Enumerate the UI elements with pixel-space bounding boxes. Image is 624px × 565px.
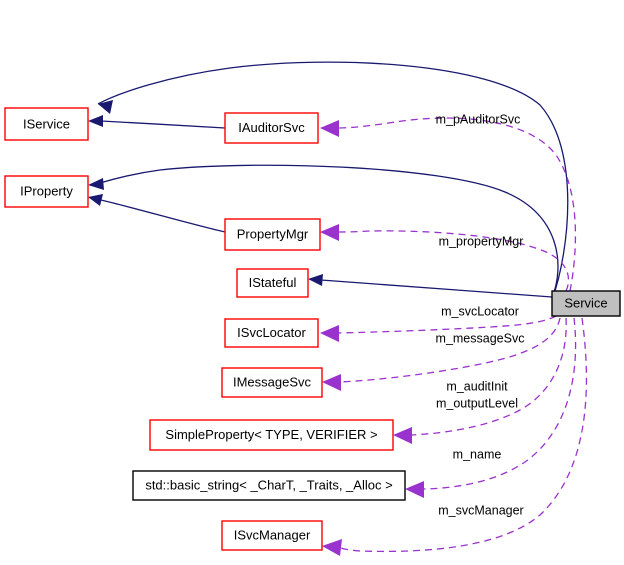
arrowhead-inheritance (88, 194, 103, 206)
edge-label-m-svclocator: m_svcLocator (441, 304, 519, 318)
node-label-iservice: IService (23, 116, 70, 131)
node-service[interactable]: Service (551, 290, 621, 317)
edge-label-m-pauditorsvc: m_pAuditorSvc (436, 112, 521, 126)
node-simpleproperty[interactable]: SimpleProperty< TYPE, VERIFIER > (149, 419, 394, 451)
node-imessagesvc[interactable]: IMessageSvc (221, 367, 323, 398)
node-label-basicstring: std::basic_string< _CharT, _Traits, _All… (145, 477, 392, 492)
edge-labels: m_pAuditorSvc m_propertyMgr m_svcLocator… (436, 112, 525, 517)
edge-service-to-isvclocator (320, 315, 557, 342)
arrowhead-usage (320, 224, 339, 241)
node-basicstring[interactable]: std::basic_string< _CharT, _Traits, _All… (132, 470, 406, 501)
edge-service-to-isvcmanager (322, 317, 588, 556)
arrowhead-usage (405, 481, 424, 498)
edge-service-to-iauditorsvc (320, 117, 577, 292)
edge-label-m-propertymgr: m_propertyMgr (439, 234, 524, 248)
edge-label-m-svcmanager: m_svcManager (438, 503, 523, 517)
node-label-istateful: IStateful (249, 275, 297, 290)
arrowhead-inheritance (308, 274, 323, 286)
edge-service-to-istateful (308, 274, 553, 298)
edge-service-to-basicstring (405, 317, 577, 498)
node-iproperty[interactable]: IProperty (4, 175, 89, 208)
node-isvclocator[interactable]: ISvcLocator (224, 318, 319, 348)
edge-label-m-auditinit: m_auditInit (446, 379, 508, 393)
edge-service-to-iproperty (88, 164, 559, 299)
node-label-iproperty: IProperty (20, 183, 73, 198)
node-label-imessagesvc: IMessageSvc (233, 374, 312, 389)
edge-service-to-imessagesvc (322, 317, 561, 391)
edge-label-m-messagesvc: m_messageSvc (436, 331, 525, 345)
arrowhead-usage (322, 374, 341, 391)
inheritance-edges (88, 61, 569, 301)
arrowhead-inheritance (88, 178, 104, 190)
edge-service-to-simpleproperty (393, 317, 567, 444)
node-iservice[interactable]: IService (4, 107, 89, 141)
node-label-simpleproperty: SimpleProperty< TYPE, VERIFIER > (165, 427, 377, 442)
node-label-service: Service (564, 295, 607, 310)
edge-iauditorsvc-to-iservice (88, 115, 226, 129)
node-label-isvclocator: ISvcLocator (237, 325, 306, 340)
edge-propertymgr-to-iproperty (88, 194, 226, 233)
arrowhead-usage (393, 427, 412, 444)
usage-edges (320, 117, 588, 556)
arrowhead-usage (320, 120, 339, 137)
arrowhead-inheritance (88, 115, 103, 127)
arrowhead-inheritance (98, 100, 113, 114)
node-isvcmanager[interactable]: ISvcManager (221, 520, 323, 551)
node-propertymgr[interactable]: PropertyMgr (224, 218, 321, 251)
node-label-propertymgr: PropertyMgr (237, 226, 309, 241)
arrowhead-usage (320, 325, 339, 342)
nodes: IService IProperty IAuditorSvc PropertyM… (4, 107, 621, 551)
edge-service-to-iservice (97, 61, 569, 301)
arrowhead-usage (322, 539, 342, 556)
edge-label-m-name: m_name (453, 447, 502, 461)
node-label-isvcmanager: ISvcManager (234, 527, 311, 542)
node-istateful[interactable]: IStateful (236, 268, 309, 298)
edge-service-to-propertymgr (320, 224, 570, 292)
node-iauditorsvc[interactable]: IAuditorSvc (224, 112, 319, 144)
edge-label-m-outputlevel: m_outputLevel (436, 396, 518, 410)
node-label-iauditorsvc: IAuditorSvc (238, 120, 305, 135)
